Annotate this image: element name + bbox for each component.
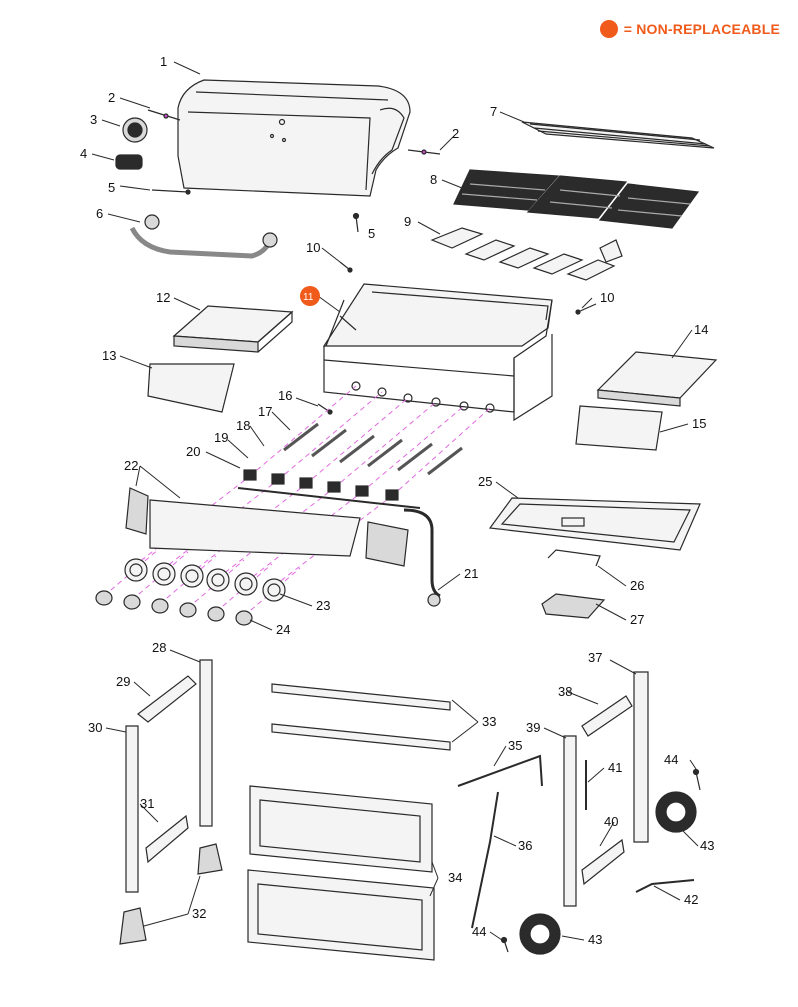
part-33-cross-braces [271, 683, 451, 751]
part-42-rod [635, 879, 695, 893]
callout-19: 19 [214, 430, 228, 445]
part-29-bracket [137, 675, 197, 723]
callout-12: 12 [156, 290, 170, 305]
part-6-lid-handle [129, 214, 278, 259]
part-7-warming-rack [521, 121, 715, 149]
callout-29: 29 [116, 674, 130, 689]
non-replaceable-dot-icon [599, 20, 618, 38]
callout-39: 39 [526, 720, 540, 735]
part-15-shelf-panel [575, 405, 663, 451]
part-32-leg-levelers [119, 843, 223, 945]
callout-6: 6 [96, 206, 103, 221]
callout-13: 13 [102, 348, 116, 363]
callout-25: 25 [478, 474, 492, 489]
part-44-axle-pins [500, 768, 701, 953]
callout-22: 22 [124, 458, 138, 473]
part-1-lid [177, 79, 411, 197]
part-16-screw [317, 403, 333, 415]
part-18-20-valves-manifold [237, 469, 441, 607]
part-28-leg [199, 659, 213, 827]
callout-44: 44 [472, 924, 486, 939]
callout-15: 15 [692, 416, 706, 431]
part-11-firebox [322, 283, 553, 422]
callout-38: 38 [558, 684, 572, 699]
callout-41: 41 [608, 760, 622, 775]
part-22-control-panel [125, 487, 409, 567]
part-2-screws [147, 109, 441, 155]
part-38-bracket [581, 695, 633, 737]
part-3-thermometer [122, 117, 148, 143]
part-12-left-side-shelf [172, 305, 294, 353]
part-34-doors [247, 785, 435, 961]
part-31-brace [145, 814, 189, 864]
callout-32: 32 [192, 906, 206, 921]
callout-14: 14 [694, 322, 708, 337]
part-10-screws [339, 261, 597, 315]
callout-21: 21 [464, 566, 478, 581]
part-23-knob-bezels [124, 558, 286, 602]
callout-26: 26 [630, 578, 644, 593]
non-replaceable-marker-11 [300, 286, 320, 306]
legend-text: = NON-REPLACEABLE [623, 21, 780, 37]
callout-24: 24 [276, 622, 290, 637]
part-17-burners [283, 422, 463, 476]
part-5-screws [151, 189, 360, 233]
part-13-shelf-panel [147, 363, 235, 413]
callout-42: 42 [684, 892, 698, 907]
callout-leader-lines [91, 61, 699, 941]
callout-28: 28 [152, 640, 166, 655]
callout-36: 36 [518, 838, 532, 853]
callout-7: 7 [490, 104, 497, 119]
callout-5: 5 [108, 180, 115, 195]
part-43-wheels [519, 791, 697, 955]
part-30-leg [125, 725, 139, 893]
callout-31: 31 [140, 796, 154, 811]
callout-17: 17 [258, 404, 272, 419]
part-4-thermometer-bezel [115, 154, 143, 170]
part-25-grease-tray [488, 497, 701, 551]
part-39-leg [563, 735, 577, 907]
callout-16: 16 [278, 388, 292, 403]
callout-37: 37 [588, 650, 602, 665]
callout-43: 43 [700, 838, 714, 853]
callout-labels: 1 2 2 3 4 5 5 6 7 8 9 10 10 11 12 13 14 … [80, 54, 714, 947]
part-27-grease-cup [541, 593, 606, 619]
legend: = NON-REPLACEABLE [599, 20, 780, 38]
callout-30: 30 [88, 720, 102, 735]
callout-23: 23 [316, 598, 330, 613]
callout-27: 27 [630, 612, 644, 627]
callout-44: 44 [664, 752, 678, 767]
callout-10: 10 [600, 290, 614, 305]
part-9-flame-tamers [430, 227, 623, 281]
callout-11: 11 [303, 292, 314, 303]
callout-10: 10 [306, 240, 320, 255]
part-8-cooking-grates [453, 169, 700, 229]
callout-1: 1 [160, 54, 167, 69]
callout-35: 35 [508, 738, 522, 753]
callout-8: 8 [430, 172, 437, 187]
callout-4: 4 [80, 146, 87, 161]
part-24-control-knobs [95, 590, 253, 626]
callout-9: 9 [404, 214, 411, 229]
callout-33: 33 [482, 714, 496, 729]
part-14-right-side-shelf [596, 351, 718, 407]
part-26-bracket [547, 549, 601, 567]
callout-43: 43 [588, 932, 602, 947]
callout-3: 3 [90, 112, 97, 127]
callout-2: 2 [452, 126, 459, 141]
part-40-brace [581, 838, 625, 886]
callout-18: 18 [236, 418, 250, 433]
part-36-rod [471, 791, 499, 929]
callout-34: 34 [448, 870, 462, 885]
callout-2: 2 [108, 90, 115, 105]
callout-5: 5 [368, 226, 375, 241]
part-37-leg [633, 671, 649, 843]
callout-40: 40 [604, 814, 618, 829]
part-35-rod [457, 754, 543, 787]
callout-20: 20 [186, 444, 200, 459]
